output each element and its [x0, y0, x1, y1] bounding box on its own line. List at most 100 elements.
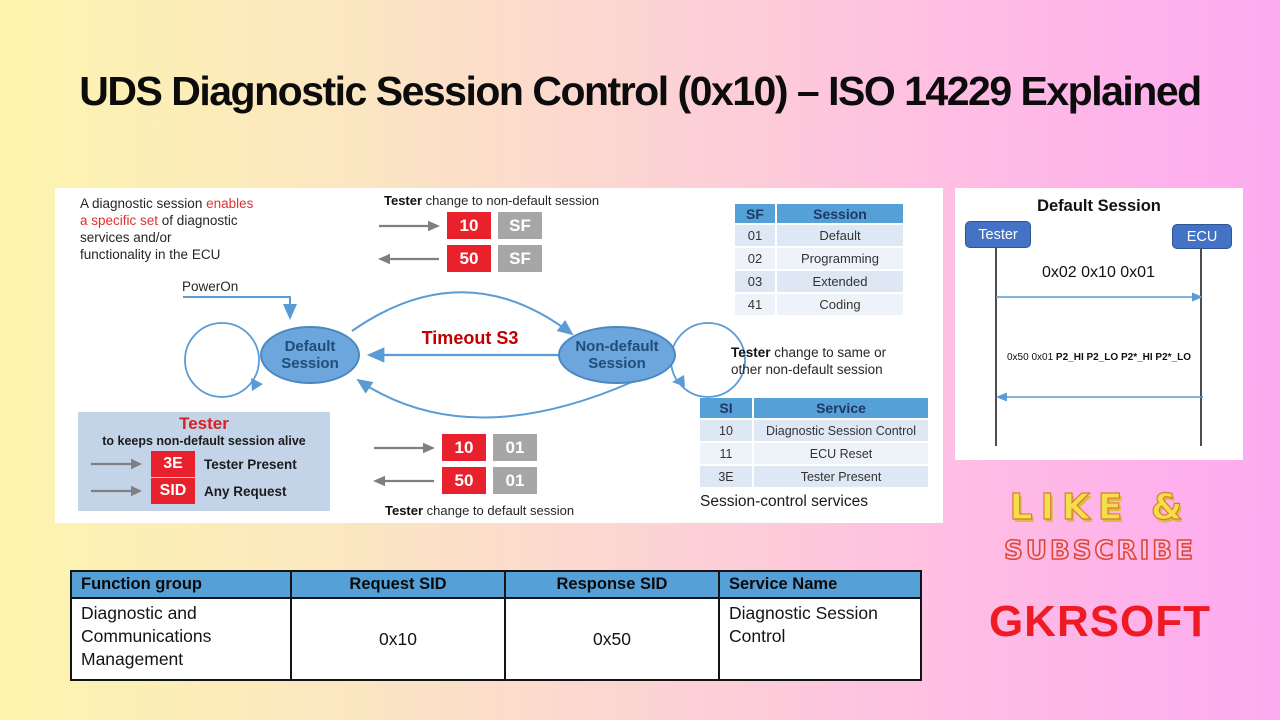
state-diagram-panel: A diagnostic session enables a specific … — [55, 188, 943, 523]
param-box: 01 — [493, 467, 537, 494]
response-pair-bottom: 50 01 — [373, 467, 537, 494]
desc-text: of diagnostic — [158, 213, 238, 228]
function-group-cell: Diagnostic and Communications Management — [70, 597, 292, 681]
caption-rest: change to non-default session — [422, 193, 600, 208]
service-name-cell: Diagnostic Session Control — [718, 597, 922, 681]
caption-rest: change to same or — [770, 345, 887, 360]
request-pair-top: 10 SF — [378, 212, 542, 239]
desc-text: A diagnostic session — [80, 196, 203, 211]
response-pair-top: 50 SF — [378, 245, 542, 272]
nondefault-self-loop-arrowhead — [672, 375, 685, 387]
request-message: 0x02 0x10 0x01 — [1042, 264, 1155, 281]
service-summary-table: Function group Request SID Response SID … — [70, 570, 922, 681]
cell: Tester Present — [754, 466, 930, 489]
table-header-row: Function group Request SID Response SID … — [70, 570, 922, 599]
timeout-s3-label: Timeout S3 — [421, 328, 519, 348]
poweron-arrow — [183, 296, 297, 320]
default-self-loop-arrowhead — [251, 378, 263, 391]
cell: Coding — [777, 294, 905, 317]
sequence-diagram-panel: Default Session Tester ECU 0x02 0x10 0x0… — [955, 188, 1243, 460]
cell: 03 — [735, 271, 777, 294]
keepalive-row: 3E Tester Present — [90, 451, 297, 477]
table-header-row: SF Session — [735, 204, 905, 225]
cell: Diagnostic Session Control — [754, 420, 930, 443]
cell: Extended — [777, 271, 905, 294]
tester-keepalive-box: Tester to keeps non-default session aliv… — [78, 412, 330, 511]
session-description: A diagnostic session enables a specific … — [80, 195, 290, 263]
request-pair-bottom: 10 01 — [373, 434, 537, 461]
response-bold: P2_HI P2_LO P2*_HI P2*_LO — [1053, 352, 1191, 363]
cell: 10 — [700, 420, 754, 443]
cell: 01 — [735, 225, 777, 248]
cell: Default — [777, 225, 905, 248]
param-box: SF — [498, 212, 542, 239]
caption-bold: Tester — [385, 503, 424, 518]
param-box: SF — [498, 245, 542, 272]
cell: 02 — [735, 248, 777, 271]
caption-to-default: Tester change to default session — [385, 503, 574, 518]
state-label: Session — [588, 355, 646, 372]
session-control-services-caption: Session-control services — [700, 493, 868, 510]
like-text: LIKE & — [1009, 486, 1191, 528]
tester-actor: Tester — [965, 221, 1031, 248]
response-arrow-icon — [996, 392, 1203, 402]
arrow-right-icon — [91, 458, 142, 470]
sid-box: 10 — [442, 434, 486, 461]
to-default-arc — [356, 378, 633, 419]
sid-box: 10 — [447, 212, 491, 239]
default-self-loop — [184, 322, 260, 398]
param-box: 01 — [493, 434, 537, 461]
sid-box: 50 — [447, 245, 491, 272]
cell: 41 — [735, 294, 777, 317]
brand-name: GKRSOFT — [988, 597, 1212, 646]
desc-text-red: enables — [202, 196, 254, 211]
header-cell: Request SID — [290, 570, 506, 599]
header-cell: SF — [735, 204, 777, 225]
keepalive-label: Any Request — [204, 483, 287, 499]
page-title: UDS Diagnostic Session Control (0x10) – … — [79, 68, 1202, 114]
header-cell: SI — [700, 398, 754, 420]
default-session-state: Default Session — [260, 326, 360, 384]
response-message: 0x50 0x01 P2_HI P2_LO P2*_HI P2*_LO — [981, 352, 1217, 363]
cell: Programming — [777, 248, 905, 271]
caption-same-or-other: Tester change to same or other non-defau… — [731, 344, 946, 378]
header-cell: Function group — [70, 570, 292, 599]
desc-text: functionality in the ECU — [80, 247, 221, 262]
tester-box-title: Tester — [179, 414, 229, 433]
cell: ECU Reset — [754, 443, 930, 466]
state-label: Default — [284, 338, 336, 355]
header-cell: Service Name — [718, 570, 922, 599]
arrow-left-icon — [373, 475, 434, 486]
desc-text-red: a specific set — [80, 213, 159, 228]
to-nondefault-arc — [351, 291, 574, 336]
arrow-right-icon — [374, 442, 435, 453]
caption-bold: Tester — [384, 193, 423, 208]
tester-box-subtitle: to keeps non-default session alive — [102, 434, 306, 448]
nondefault-session-state: Non-default Session — [558, 326, 676, 384]
sid-box: 50 — [442, 467, 486, 494]
sid-box: 3E — [151, 451, 195, 477]
caption-rest: other non-default session — [731, 362, 883, 377]
arrow-right-icon — [379, 220, 440, 231]
ecu-actor: ECU — [1172, 224, 1232, 249]
table-header-row: SI Service — [700, 398, 930, 420]
state-label: Non-default — [575, 338, 659, 355]
caption-bold: Tester — [731, 345, 771, 360]
table-row: Diagnostic and Communications Management… — [70, 597, 922, 681]
request-sid-cell: 0x10 — [290, 597, 506, 681]
cell: 11 — [700, 443, 754, 466]
state-label: Session — [281, 355, 339, 372]
poweron-label: PowerOn — [182, 279, 239, 294]
caption-to-nondefault: Tester change to non-default session — [384, 193, 599, 208]
state-flow-arrows — [183, 291, 746, 419]
subscribe-text: SUBSCRIBE — [1003, 535, 1196, 567]
response-plain: 0x50 0x01 — [1007, 352, 1054, 363]
ecu-lifeline — [1200, 248, 1202, 446]
